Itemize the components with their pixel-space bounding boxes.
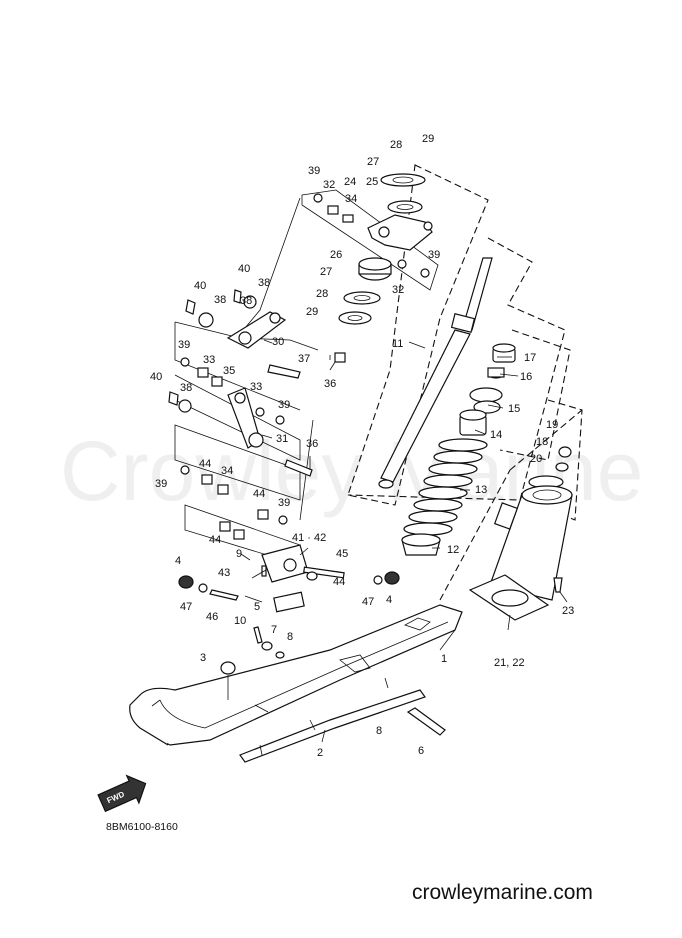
callout-33: 33 [203, 354, 215, 366]
callout-38: 38 [180, 382, 192, 394]
callout-39: 39 [428, 249, 440, 261]
callout-7: 7 [271, 624, 277, 636]
callout-31: 31 [276, 433, 288, 445]
callout-17: 17 [524, 352, 536, 364]
callout-10: 10 [234, 615, 246, 627]
callout-36: 36 [306, 438, 318, 450]
callout-38: 38 [258, 277, 270, 289]
callout-15: 15 [508, 403, 520, 415]
callout-4: 4 [175, 555, 181, 567]
callout-13: 13 [475, 484, 487, 496]
callout-8: 8 [287, 631, 293, 643]
callout-34: 34 [345, 193, 357, 205]
fwd-arrow-icon: FWD [97, 774, 147, 813]
callout-23: 23 [562, 605, 574, 617]
callout-38: 38 [240, 295, 252, 307]
callout-44: 44 [253, 488, 265, 500]
callout-41-42: 41 · 42 [292, 532, 326, 544]
callout-27: 27 [320, 266, 332, 278]
callout-11: 11 [392, 338, 403, 350]
callout-29: 29 [422, 133, 434, 145]
callout-40: 40 [238, 263, 250, 275]
callout-18: 18 [536, 436, 548, 448]
callout-38: 38 [214, 294, 226, 306]
callout-39: 39 [155, 478, 167, 490]
callout-8: 8 [376, 725, 382, 737]
diagram-code: 8BM6100-8160 [106, 821, 178, 833]
callout-20: 20 [530, 453, 542, 465]
callout-33: 33 [250, 381, 262, 393]
spring-assembly [401, 343, 516, 556]
callout-39: 39 [278, 399, 290, 411]
callout-1: 1 [441, 653, 447, 665]
callout-5: 5 [254, 601, 260, 613]
site-name: crowleymarine.com [412, 881, 593, 904]
callout-9: 9 [236, 548, 242, 560]
callout-14: 14 [490, 429, 502, 441]
callout-44: 44 [209, 534, 221, 546]
coil-spring [403, 438, 488, 536]
callout-32: 32 [392, 284, 404, 296]
callout-34: 34 [221, 465, 233, 477]
callout-4: 4 [386, 594, 392, 606]
callout-24: 24 [344, 176, 356, 188]
damper-body [468, 446, 573, 621]
callout-35: 35 [223, 365, 235, 377]
linkage-arms [168, 289, 346, 540]
callout-12: 12 [447, 544, 459, 556]
callout-19: 19 [546, 419, 558, 431]
callout-45: 45 [336, 548, 348, 560]
callout-3: 3 [200, 652, 206, 664]
callout-39: 39 [278, 497, 290, 509]
callout-44: 44 [333, 576, 345, 588]
callout-28: 28 [390, 139, 402, 151]
callout-40: 40 [150, 371, 162, 383]
callout-6: 6 [418, 745, 424, 757]
callout-43: 43 [218, 567, 230, 579]
callout-36: 36 [324, 378, 336, 390]
callout-25: 25 [366, 176, 378, 188]
ski [129, 604, 463, 763]
callout-29: 29 [306, 306, 318, 318]
callout-16: 16 [520, 371, 532, 383]
shock-rod [378, 257, 493, 489]
callout-32: 32 [323, 179, 335, 191]
callout-39: 39 [178, 339, 190, 351]
leader-lines [227, 339, 568, 743]
callout-labels: 29 28 27 39 24 25 32 34 26 39 27 40 38 3… [150, 133, 574, 759]
callout-40: 40 [194, 280, 206, 292]
upper-bracket-assembly [313, 173, 433, 325]
callout-28: 28 [316, 288, 328, 300]
callout-39: 39 [308, 165, 320, 177]
callout-2: 2 [317, 747, 323, 759]
callout-30: 30 [272, 336, 284, 348]
callout-44: 44 [199, 458, 211, 470]
callout-47: 47 [362, 596, 374, 608]
callout-47: 47 [180, 601, 192, 613]
callout-37: 37 [298, 353, 310, 365]
callout-46: 46 [206, 611, 218, 623]
callout-27: 27 [367, 156, 379, 168]
callout-26: 26 [330, 249, 342, 261]
callout-21-22: 21, 22 [494, 657, 525, 669]
ski-mount [178, 544, 446, 736]
